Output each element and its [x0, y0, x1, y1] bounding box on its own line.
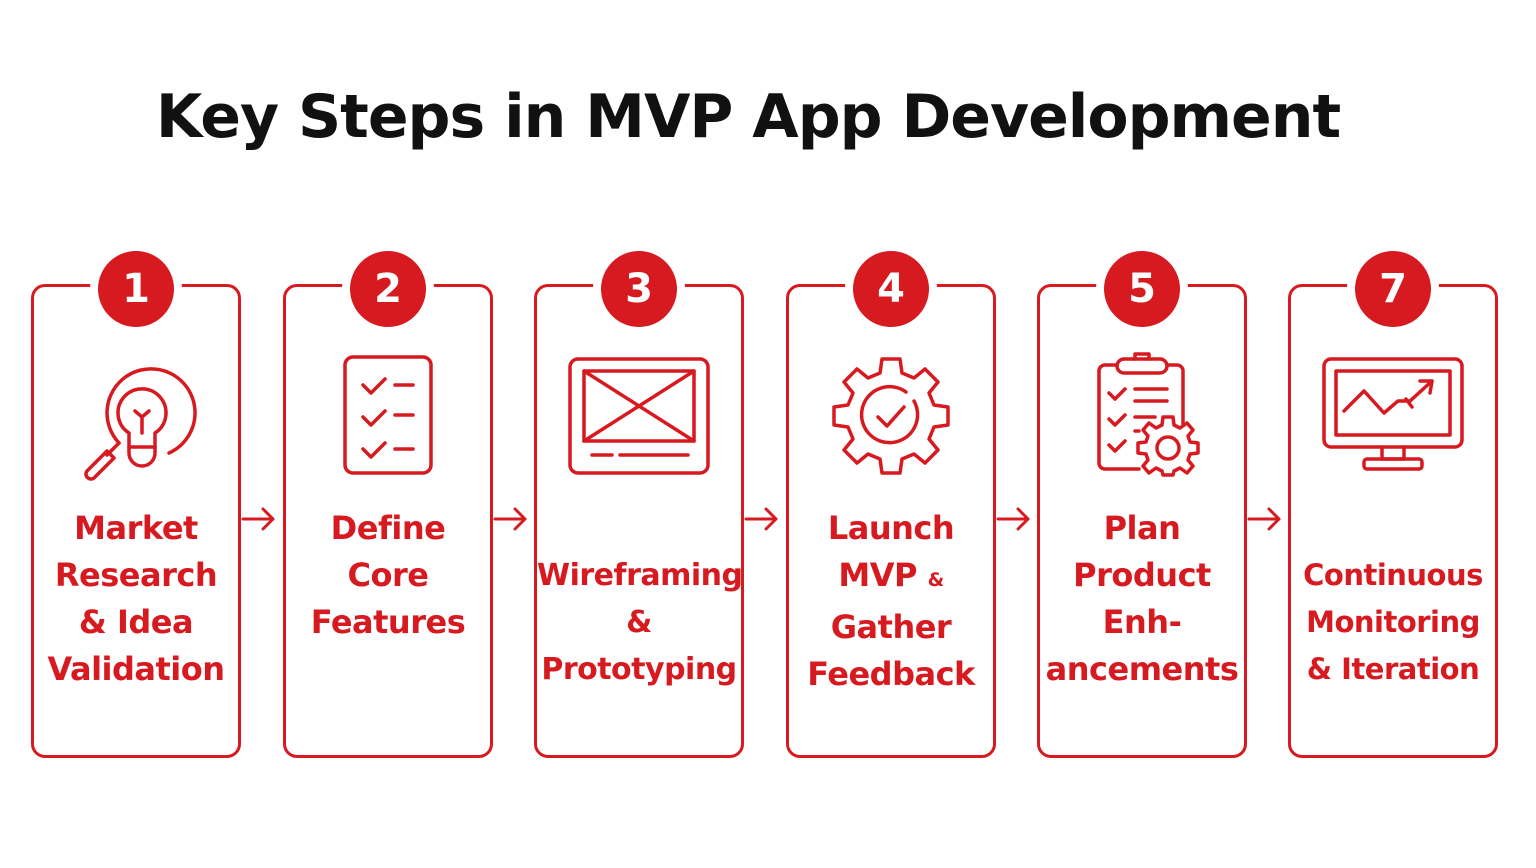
step-number-badge: 1 [98, 251, 174, 327]
step-number-badge: 3 [601, 251, 677, 327]
step-label-line: Enh- [1102, 603, 1182, 641]
step-card-2: 2 Define Core Features [283, 251, 493, 758]
wireframe-icon [566, 351, 712, 481]
step-label-line: MVP [838, 556, 917, 594]
step-label-line: Gather [830, 608, 952, 646]
monitor-chart-icon [1320, 351, 1466, 481]
step-label-line: Feedback [807, 655, 975, 693]
step-label-line: & Iteration [1306, 652, 1480, 686]
arrow-right-icon [493, 504, 529, 534]
step-number-badge: 5 [1104, 251, 1180, 327]
arrow-right-icon [996, 504, 1032, 534]
step-number-badge: 2 [350, 251, 426, 327]
step-label-line: Continuous [1303, 558, 1483, 592]
gear-check-icon [826, 351, 956, 481]
step-number-badge: 4 [853, 251, 929, 327]
step-label-ampersand: & [927, 569, 945, 591]
arrow-right-icon [1247, 504, 1283, 534]
step-label-line: Monitoring [1306, 605, 1480, 639]
step-card-7: 7 Continuous Monitoring & Iteration [1288, 251, 1498, 758]
lightbulb-magnifier-icon [71, 351, 201, 481]
arrow-right-icon [744, 504, 780, 534]
step-label-line: Wireframing [537, 558, 743, 593]
step-label-line-group: MVP & [789, 552, 993, 604]
checklist-icon [323, 351, 453, 481]
step-label-line: Plan [1103, 509, 1181, 547]
step-label-line: Define [330, 509, 446, 547]
clipboard-gear-icon [1077, 351, 1207, 481]
step-label-line: Features [310, 603, 466, 641]
step-label-line: & Idea [78, 603, 194, 641]
step-label-line: Validation [47, 650, 225, 688]
step-label-line: Market [74, 509, 198, 547]
step-label-line: Launch [827, 509, 955, 547]
step-label-line: Product [1073, 556, 1211, 594]
step-card-5: 5 Plan Product Enh- ancements [1037, 251, 1247, 758]
step-label-line: & [626, 605, 652, 640]
step-label-line: ancements [1045, 650, 1239, 688]
step-label-line: Prototyping [541, 652, 737, 687]
page-title: Key Steps in MVP App Development [155, 82, 1341, 152]
step-label-line: Research [54, 556, 218, 594]
step-card-3: 3 Wireframing & Prototyping [534, 251, 744, 758]
step-number-badge: 7 [1355, 251, 1431, 327]
step-label-line: Core [347, 556, 429, 594]
step-card-1: 1 Market Research & Idea Validation [31, 251, 241, 758]
arrow-right-icon [241, 504, 277, 534]
step-card-4: 4 Launch MVP & Gather Feedback [786, 251, 996, 758]
